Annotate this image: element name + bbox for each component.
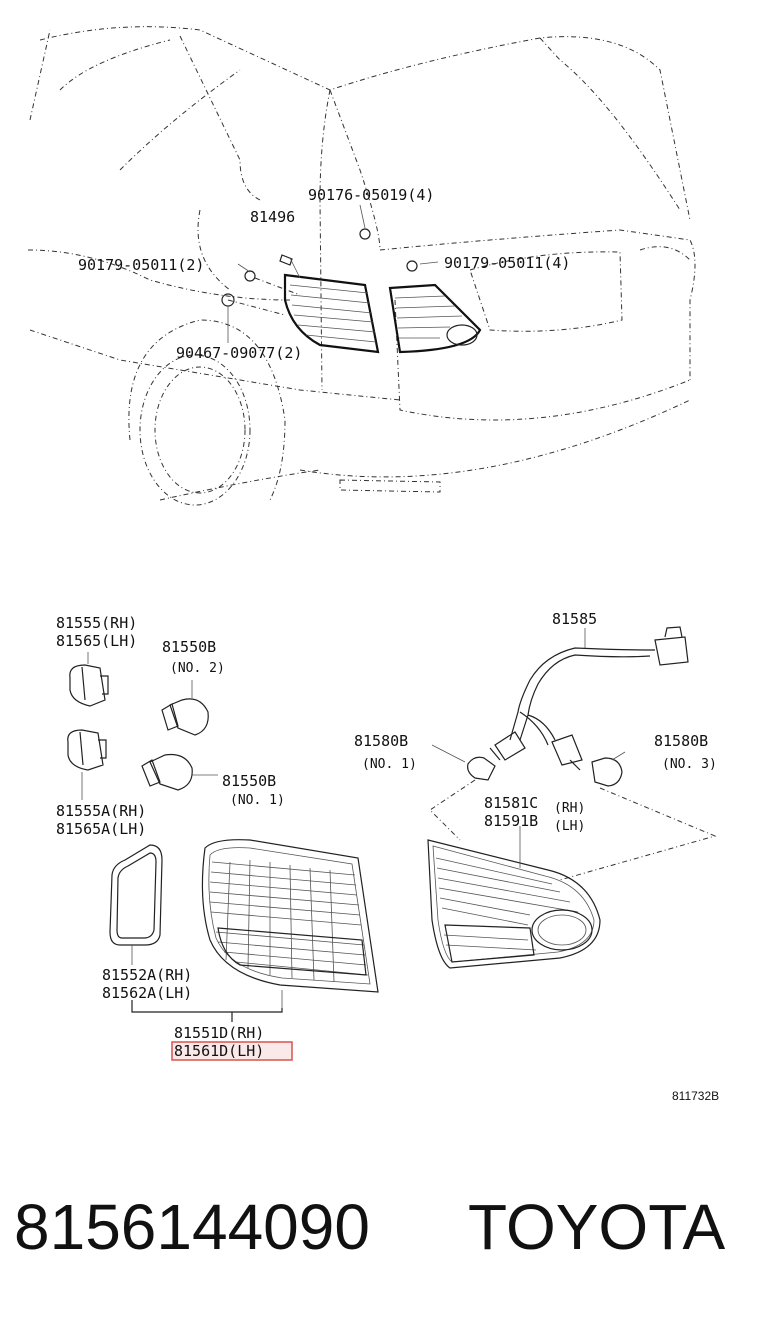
label-no2: (NO. 2): [170, 661, 225, 676]
label-no1-left: (NO. 1): [230, 793, 285, 808]
label-81496: 81496: [250, 208, 295, 226]
diagram-code: 811732B: [672, 1089, 719, 1103]
wire-harness-81585: [489, 626, 689, 771]
label-90467: 90467-09077(2): [176, 344, 302, 362]
vehicle-outline: [27, 26, 696, 506]
bulb-81550b-no2: [161, 680, 209, 736]
socket-81555a: [67, 729, 107, 800]
label-81552a-rh: 81552A(RH): [102, 966, 192, 984]
label-no3: (NO. 3): [662, 757, 717, 772]
label-lh: (LH): [554, 819, 585, 834]
part-number: 8156144090: [14, 1191, 370, 1263]
highlight-box: [171, 1041, 293, 1061]
gasket-81552a: [109, 844, 163, 965]
label-81591b: 81591B: [484, 812, 538, 830]
label-81555a-rh: 81555A(RH): [56, 802, 146, 820]
label-81555-rh: 81555(RH): [56, 614, 137, 632]
label-81580b-left: 81580B: [354, 732, 408, 750]
label-81585: 81585: [552, 610, 597, 628]
bulb-81580b-no3: [591, 751, 626, 787]
label-81550b-mid: 81550B: [222, 772, 276, 790]
label-81551d-rh: 81551D(RH): [174, 1024, 264, 1042]
bulb-81550b-no1: [141, 753, 218, 791]
callout-labels: 90176-05019(4) 81496 90179-05011(2) 9017…: [56, 186, 719, 1103]
label-81581c: 81581C: [484, 794, 538, 812]
footer: 8156144090 TOYOTA: [0, 1180, 760, 1290]
lamp-on-vehicle-lh: [283, 273, 380, 354]
label-81561d-lh: 81561D(LH): [174, 1042, 264, 1060]
brand-name: TOYOTA: [468, 1191, 726, 1263]
label-81580b-right: 81580B: [654, 732, 708, 750]
label-81565-lh: 81565(LH): [56, 632, 137, 650]
label-90176: 90176-05019(4): [308, 186, 434, 204]
socket-81555: [69, 652, 109, 707]
lamp-on-vehicle-rh: [388, 283, 482, 354]
parts-diagram: 90176-05019(4) 81496 90179-05011(2) 9017…: [27, 26, 719, 1103]
back-door-lamp-81581c: [427, 826, 601, 969]
label-90179-lh: 90179-05011(2): [78, 256, 204, 274]
label-81565a-lh: 81565A(LH): [56, 820, 146, 838]
label-no1-right: (NO. 1): [362, 757, 417, 772]
label-81550b-top: 81550B: [162, 638, 216, 656]
bracket-81551d: [131, 1000, 283, 1013]
tail-lamp-81561d: [201, 839, 379, 1008]
label-81562a-lh: 81562A(LH): [102, 984, 192, 1002]
label-90179-rh: 90179-05011(4): [444, 254, 570, 272]
bulb-81580b-no1: [431, 744, 496, 781]
fastener-screws: [221, 204, 439, 343]
label-rh: (RH): [554, 801, 585, 816]
